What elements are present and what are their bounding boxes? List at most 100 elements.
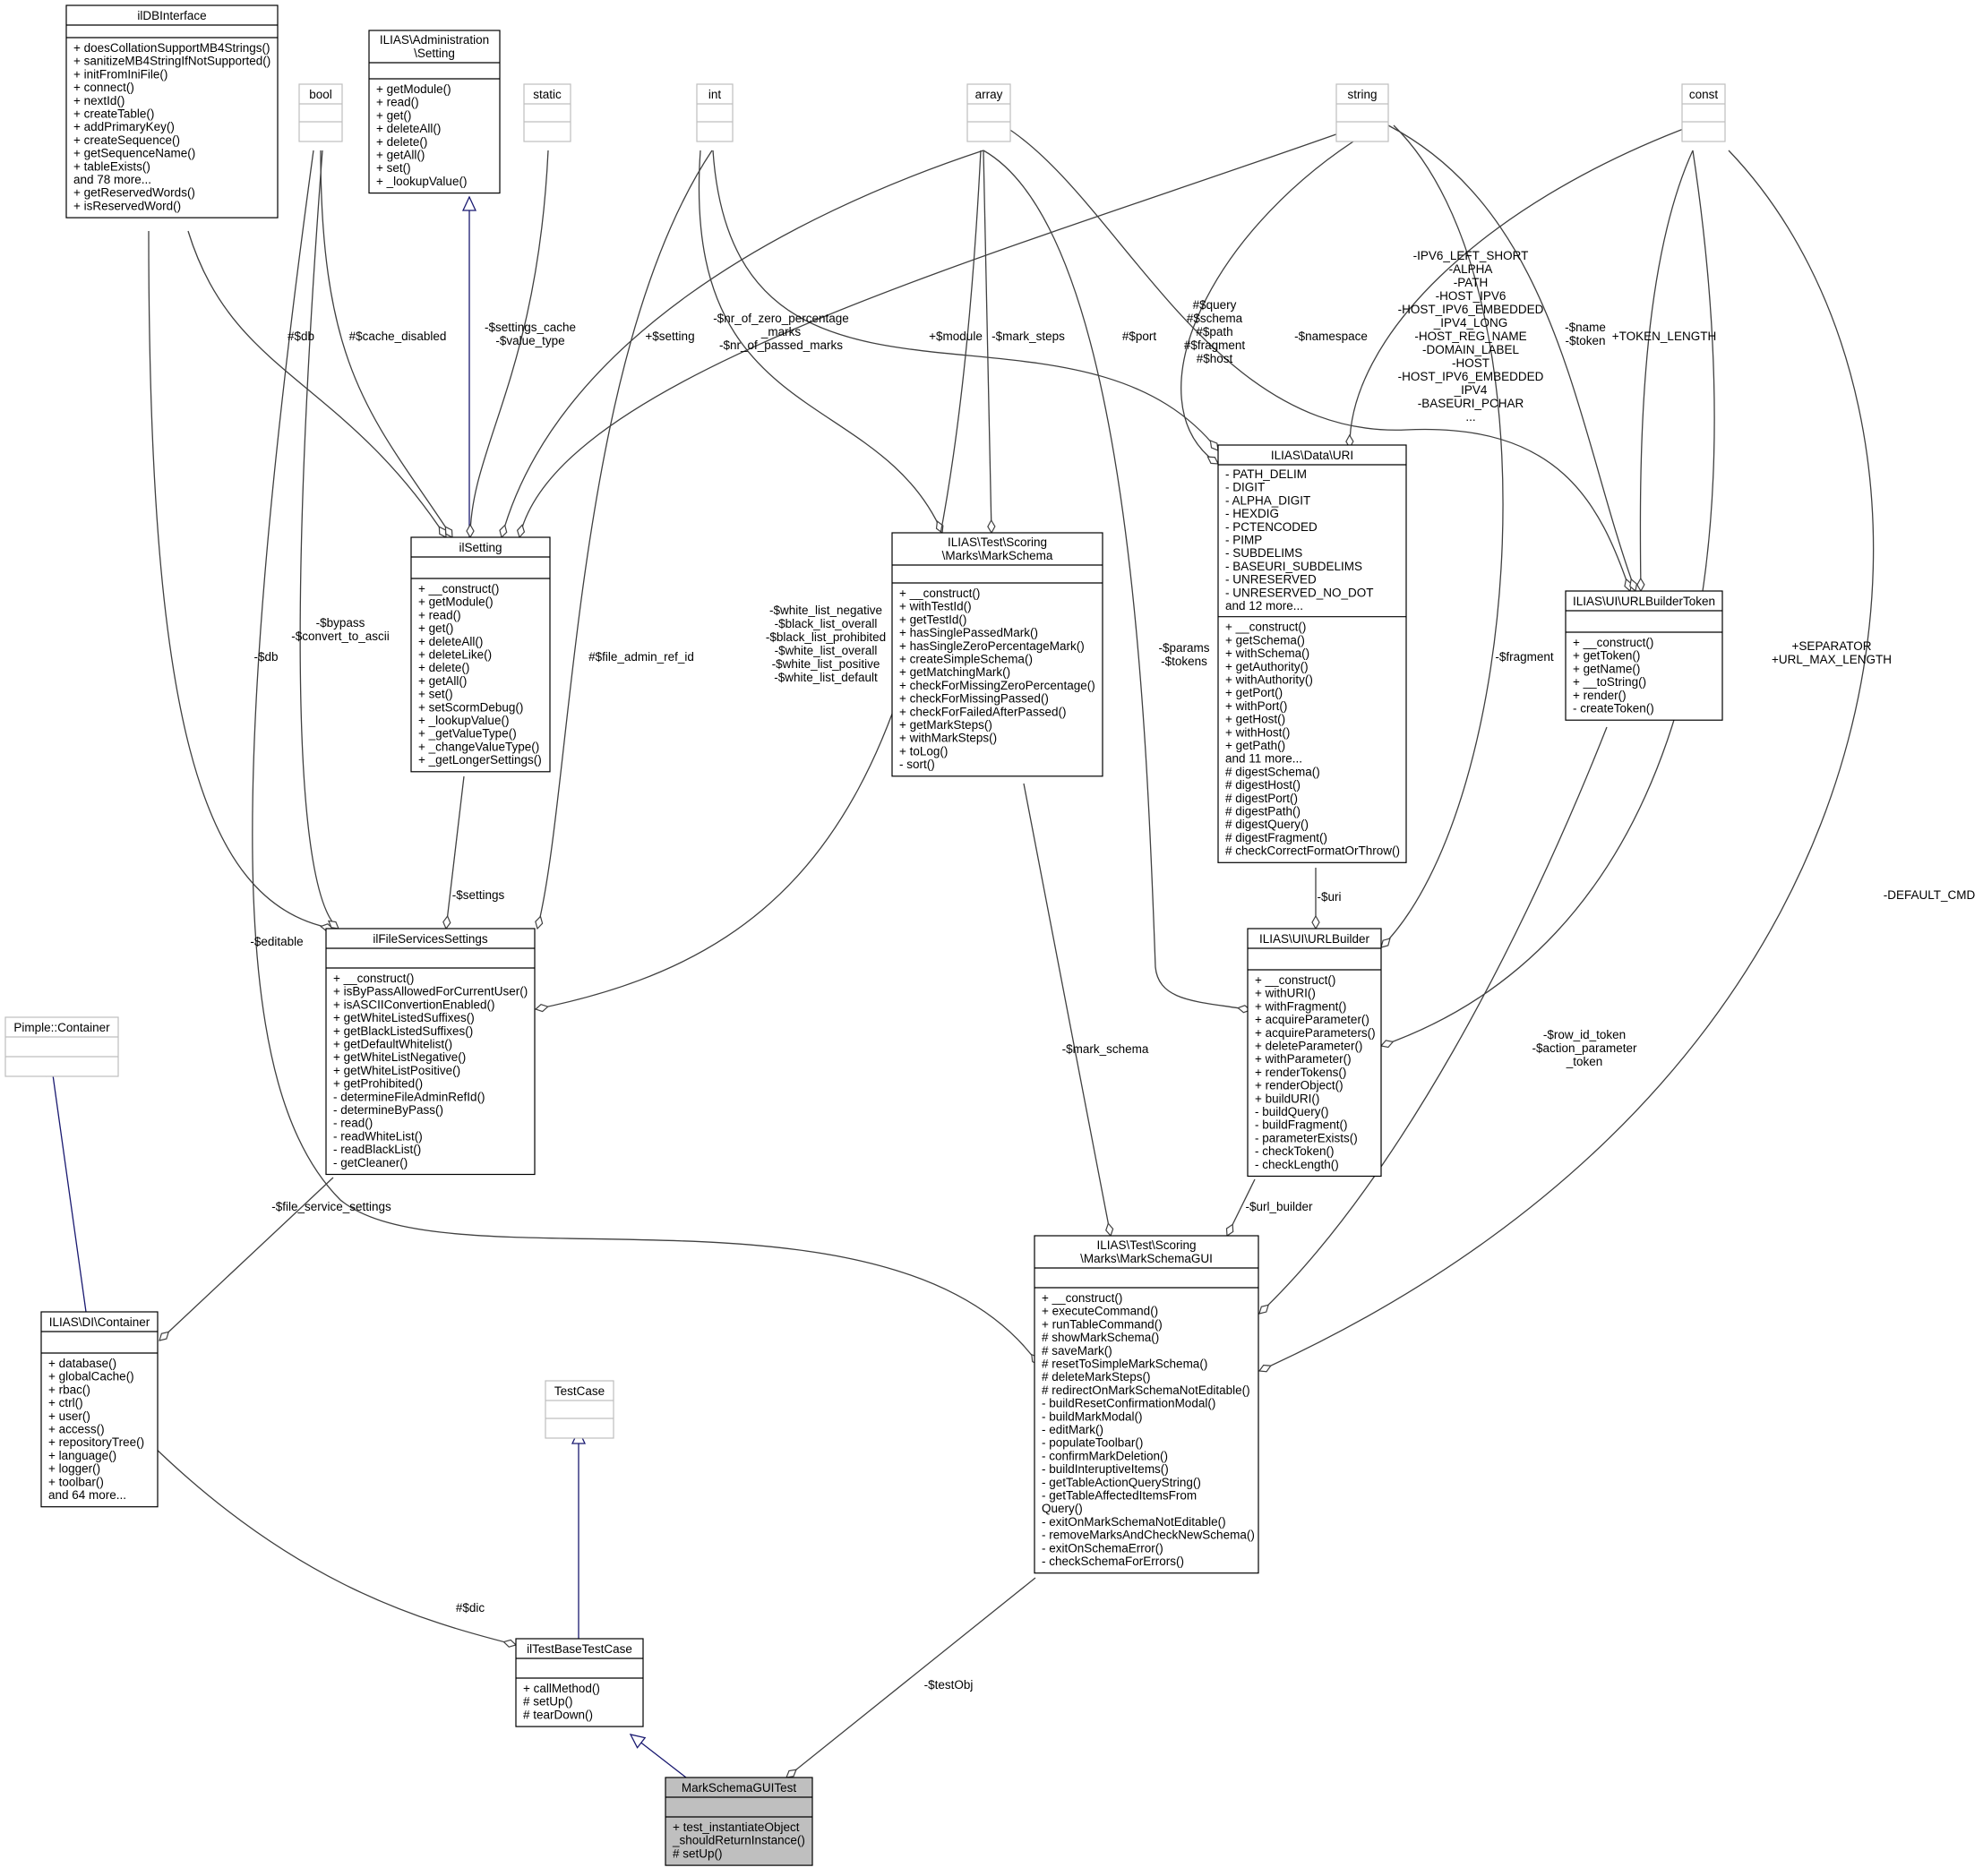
class-member: + rbac() [48, 1383, 90, 1396]
class-box-mark-schema-guitest: MarkSchemaGUITest+ test_instantiateObjec… [665, 1777, 813, 1866]
class-member: and 78 more... [73, 173, 151, 186]
class-member: + delete() [376, 135, 427, 149]
class-box-frame [523, 83, 571, 142]
class-attribute: - HEXDIG [1225, 507, 1279, 520]
class-title: ilSetting [459, 541, 502, 554]
edge-label-uri-consts: -HOST_IPV6_EMBEDDED [1398, 303, 1544, 316]
edge-token-name [1387, 124, 1635, 591]
class-member: + getAll() [418, 674, 467, 688]
class-member: + __toString() [1573, 675, 1646, 689]
class-member: - getCleaner() [333, 1156, 408, 1169]
class-member: # digestQuery() [1225, 818, 1309, 831]
edge-label-nr-marks: -$nr_of_passed_marks [719, 338, 843, 352]
class-member: + get() [376, 108, 411, 122]
edge-label-file-service-settings: -$file_service_settings [271, 1200, 391, 1213]
class-member: + getReservedWords() [73, 186, 195, 200]
edge-urlbuilder-fragment [1381, 124, 1504, 947]
class-member: and 64 more... [48, 1488, 126, 1502]
class-member: + checkForMissingZeroPercentage() [899, 679, 1095, 692]
class-member: + deleteAll() [376, 122, 441, 135]
edge-label-cache-disabled: #$cache_disabled [349, 330, 447, 343]
edge-label-uri-strings: #$host [1197, 352, 1233, 365]
class-member: - read() [333, 1117, 373, 1130]
class-member: + repositoryTree() [48, 1435, 144, 1449]
class-attribute: - BASEURI_SUBDELIMS [1225, 560, 1362, 573]
class-member: + delete() [418, 661, 469, 674]
class-box-il-setting: ilSetting+ __construct()+ getModule()+ r… [410, 536, 551, 773]
class-member: + createSimpleSchema() [899, 653, 1033, 666]
edge-label-white-list: -$white_list_negative [769, 604, 882, 617]
class-member: # redirectOnMarkSchemaNotEditable() [1042, 1383, 1250, 1397]
class-box-int: int [696, 83, 734, 142]
edge-label-uri-consts: -HOST_REG_NAME [1414, 330, 1526, 343]
edge-label-nr-marks: -$nr_of_zero_percentage [713, 312, 849, 325]
class-member: + access() [48, 1423, 105, 1436]
class-attribute: - SUBDELIMS [1225, 546, 1302, 560]
edge-label-uri: -$uri [1317, 890, 1341, 904]
class-member: + getBlackListedSuffixes() [333, 1024, 473, 1038]
class-box-frame [1335, 83, 1389, 142]
class-member: + getModule() [376, 82, 451, 96]
class-member: + __construct() [418, 582, 499, 595]
edge-ilsetting-settings-cache [470, 150, 549, 537]
class-member: + __construct() [1573, 636, 1653, 649]
class-member: # deleteMarkSteps() [1042, 1370, 1151, 1383]
edge-uri-strings [1180, 124, 1380, 464]
class-member: and 11 more... [1225, 752, 1302, 766]
class-member: - createToken() [1573, 702, 1654, 715]
class-member: + set() [418, 688, 453, 701]
edge-label-name-token: -$token [1565, 334, 1605, 347]
edge-label-white-list: -$black_list_prohibited [766, 630, 886, 644]
class-title: ILIAS\Data\URI [1271, 449, 1353, 462]
edge-label-setting: +$setting [645, 330, 694, 343]
edge-label-mark-steps: -$mark_steps [992, 330, 1065, 343]
class-title: \Marks\MarkSchemaGUI [1080, 1252, 1213, 1265]
class-member: + withHost() [1225, 725, 1290, 739]
class-box-urlbuilder: ILIAS\UI\URLBuilder+ __construct()+ with… [1247, 928, 1382, 1178]
class-member: # showMarkSchema() [1042, 1331, 1159, 1344]
edge-urlbuilder-separator [1381, 150, 1715, 1046]
class-member: + getAuthority() [1225, 660, 1309, 673]
class-box-il-test-base-test-case: ilTestBaseTestCase+ callMethod()# setUp(… [515, 1638, 644, 1727]
class-member: + withAuthority() [1225, 673, 1313, 687]
class-box-frame [696, 83, 734, 142]
class-member: + isByPassAllowedForCurrentUser() [333, 985, 528, 998]
class-title: TestCase [554, 1384, 605, 1398]
class-member: + buildURI() [1255, 1092, 1319, 1105]
class-member: + __construct() [1042, 1291, 1122, 1305]
edge-label-namespace: -$namespace [1294, 330, 1368, 343]
class-member: + getSequenceName() [73, 147, 195, 160]
edge-label-uri-consts: _IPV4_LONG [1433, 316, 1508, 330]
class-member: + addPrimaryKey() [73, 120, 175, 133]
class-title: const [1689, 88, 1719, 101]
class-member: - getTableAffectedItemsFrom [1042, 1489, 1197, 1503]
class-member: - determineByPass() [333, 1103, 443, 1117]
class-box-frame [1681, 83, 1726, 142]
class-member: + getName() [1573, 662, 1640, 675]
edge-label-url-builder: -$url_builder [1245, 1200, 1313, 1213]
edge-label-editable: -$editable [250, 935, 303, 948]
class-member: + isReservedWord() [73, 199, 181, 212]
class-member: + getSchema() [1225, 633, 1305, 647]
edge-uri-port [712, 150, 1218, 450]
class-box-static: static [523, 83, 571, 142]
class-member: + callMethod() [523, 1682, 600, 1695]
class-member: - sort() [899, 758, 935, 771]
edge-label-uri-strings: #$query [1193, 298, 1237, 312]
class-member: + deleteAll() [418, 635, 483, 648]
class-member: - parameterExists() [1255, 1131, 1358, 1144]
edge-label-fragment: -$fragment [1495, 650, 1554, 664]
class-member: + __construct() [1225, 621, 1306, 634]
edge-label-nr-marks: _marks [760, 325, 802, 338]
class-member: + _getLongerSettings() [418, 753, 542, 767]
edge-label-bypass: -$bypass [316, 616, 365, 630]
class-member: + getWhiteListedSuffixes() [333, 1011, 475, 1024]
class-member: - buildQuery() [1255, 1105, 1329, 1118]
class-member: # digestPath() [1225, 805, 1301, 818]
class-attribute: - DIGIT [1225, 481, 1265, 494]
class-box-bool: bool [298, 83, 343, 142]
edge-label-dic: #$dic [456, 1601, 485, 1615]
class-boxes: ilDBInterface+ doesCollationSupportMB4St… [4, 4, 1726, 1866]
class-title: ILIAS\Test\Scoring [948, 535, 1047, 549]
edge-label-uri-consts: -ALPHA [1449, 262, 1493, 276]
